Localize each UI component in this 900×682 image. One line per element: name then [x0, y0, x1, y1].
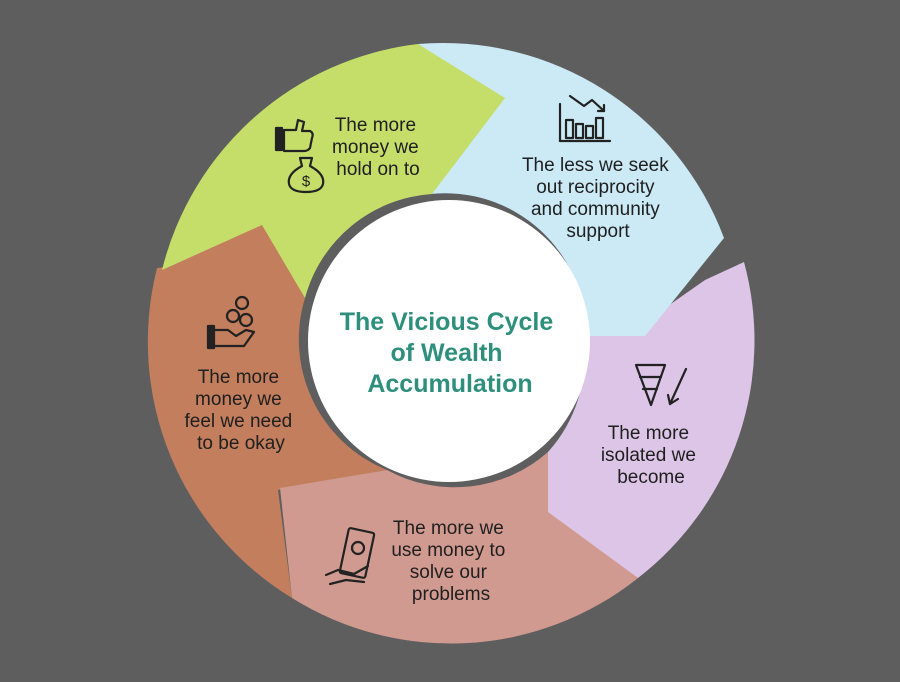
- money-bag-thumbs-up-icon: $: [274, 118, 325, 194]
- segment-solve: [280, 452, 638, 644]
- svg-text:$: $: [302, 173, 311, 190]
- segment-label-isolated: The more isolated we become: [601, 423, 701, 488]
- hand-with-coins-icon: [206, 295, 256, 350]
- segment-hold: [162, 44, 505, 298]
- segment-label-need: The more money we feel we need to be oka…: [184, 367, 297, 454]
- funnel-down-arrow-icon: [634, 363, 688, 407]
- hand-holding-money-icon: [324, 527, 376, 586]
- center-title-line-1: The Vicious Cycle: [340, 308, 554, 336]
- segment-label-solve: The more we use money to solve our probl…: [391, 518, 510, 605]
- center-title-line-3: Accumulation: [367, 370, 532, 398]
- segment-label-reciprocity: The less we seek out reciprocity and com…: [522, 155, 674, 242]
- segment-label-hold: The more money we hold on to: [332, 115, 424, 180]
- segment-isolated: [547, 262, 755, 578]
- segment-reciprocity: [418, 42, 724, 336]
- center-title: The Vicious Cycle of Wealth Accumulation: [340, 308, 560, 398]
- declining-bar-chart-icon: [558, 94, 612, 143]
- segment-need: [147, 222, 387, 598]
- center-circle: [308, 200, 590, 482]
- center-title-line-2: of Wealth: [391, 339, 503, 367]
